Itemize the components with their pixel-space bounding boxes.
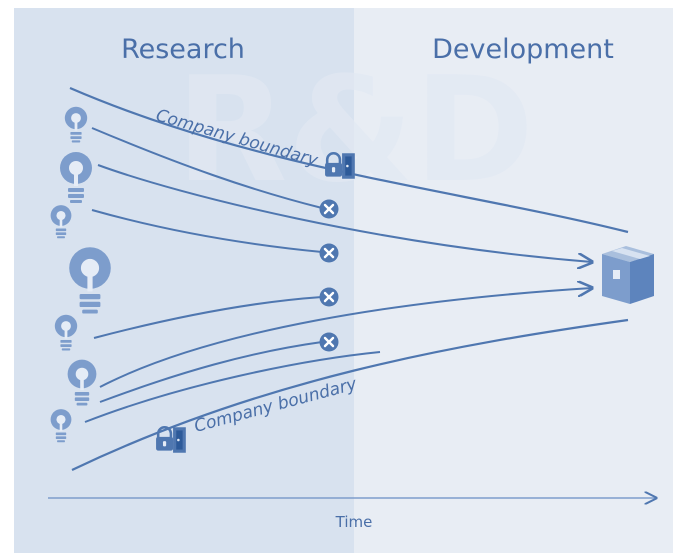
- cross-circle-icon: [319, 287, 339, 307]
- research-label: Research: [121, 34, 245, 65]
- time-axis-label: Time: [335, 513, 373, 531]
- cross-circle-icon: [319, 332, 339, 352]
- idea-path-7: [84, 351, 381, 423]
- cross-circle-icon: [319, 199, 339, 219]
- product-box-icon: [602, 246, 654, 304]
- top-boundary-line: [69, 86, 629, 234]
- cross-circle-icon: [319, 243, 339, 263]
- idea-path-1: [91, 127, 323, 209]
- idea-path-5-to-product: [99, 288, 592, 388]
- idea-path-6: [99, 341, 323, 403]
- watermark-text: R&D: [176, 46, 534, 215]
- idea-path-2-to-product: [97, 164, 592, 262]
- research-region: [14, 8, 354, 553]
- development-label: Development: [432, 34, 614, 65]
- idea-path-4: [93, 296, 323, 339]
- idea-path-3: [91, 209, 323, 253]
- bottom-boundary-line: [71, 318, 629, 471]
